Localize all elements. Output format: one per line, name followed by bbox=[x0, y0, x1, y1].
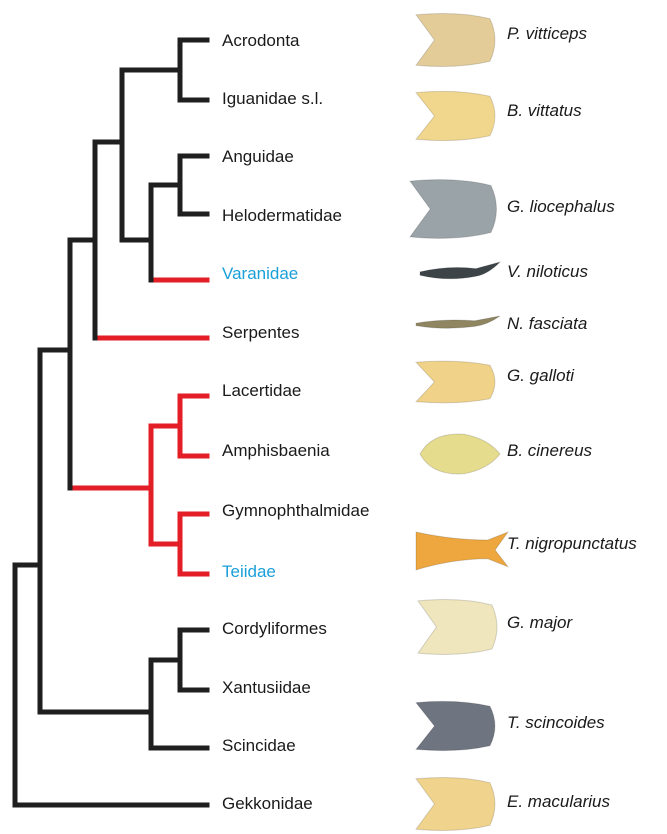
species-g-liocephalus: G. liocephalus bbox=[507, 197, 615, 217]
taxon-acrodonta: Acrodonta bbox=[222, 31, 300, 51]
tongue-specimen-n-fasciata bbox=[416, 316, 500, 328]
taxon-xantusiidae: Xantusiidae bbox=[222, 678, 311, 698]
species-b-cinereus: B. cinereus bbox=[507, 441, 592, 461]
taxon-serpentes: Serpentes bbox=[222, 323, 300, 343]
tongue-specimen-b-vittatus bbox=[416, 91, 495, 140]
species-p-vitticeps: P. vitticeps bbox=[507, 24, 587, 44]
species-b-vittatus: B. vittatus bbox=[507, 101, 582, 121]
tongue-specimen-g-galloti bbox=[416, 361, 495, 403]
species-g-major: G. major bbox=[507, 613, 572, 633]
species-n-fasciata: N. fasciata bbox=[507, 314, 587, 334]
taxon-iguanidae: Iguanidae s.l. bbox=[222, 89, 323, 109]
tongue-specimen-g-major bbox=[418, 600, 497, 655]
species-e-macularius: E. macularius bbox=[507, 792, 610, 812]
tongue-specimen-g-liocephalus bbox=[410, 180, 496, 239]
taxon-gymnophthalmidae: Gymnophthalmidae bbox=[222, 501, 369, 521]
tongue-specimen-e-macularius bbox=[416, 777, 495, 830]
tongue-specimens bbox=[410, 13, 508, 830]
species-t-scincoides: T. scincoides bbox=[507, 713, 605, 733]
tree-branches bbox=[15, 40, 207, 805]
tongue-specimen-p-vitticeps bbox=[416, 13, 495, 66]
taxon-lacertidae: Lacertidae bbox=[222, 381, 301, 401]
taxon-helodermatidae: Helodermatidae bbox=[222, 206, 342, 226]
taxon-varanidae: Varanidae bbox=[222, 264, 298, 284]
taxon-anguidae: Anguidae bbox=[222, 147, 294, 167]
taxon-scincidae: Scincidae bbox=[222, 736, 296, 756]
tongue-specimen-b-cinereus bbox=[420, 434, 500, 474]
tongue-specimen-t-nigropunctatus bbox=[416, 532, 508, 570]
taxon-cordyliformes: Cordyliformes bbox=[222, 619, 327, 639]
tongue-specimen-v-niloticus bbox=[420, 262, 500, 279]
species-g-galloti: G. galloti bbox=[507, 366, 574, 386]
taxon-gekkonidae: Gekkonidae bbox=[222, 794, 313, 814]
taxon-amphisbaenia: Amphisbaenia bbox=[222, 441, 330, 461]
species-v-niloticus: V. niloticus bbox=[507, 262, 588, 282]
species-t-nigropunctatus: T. nigropunctatus bbox=[507, 534, 637, 554]
taxon-teiidae: Teiidae bbox=[222, 562, 276, 582]
tongue-specimen-t-scincoides bbox=[416, 701, 495, 750]
